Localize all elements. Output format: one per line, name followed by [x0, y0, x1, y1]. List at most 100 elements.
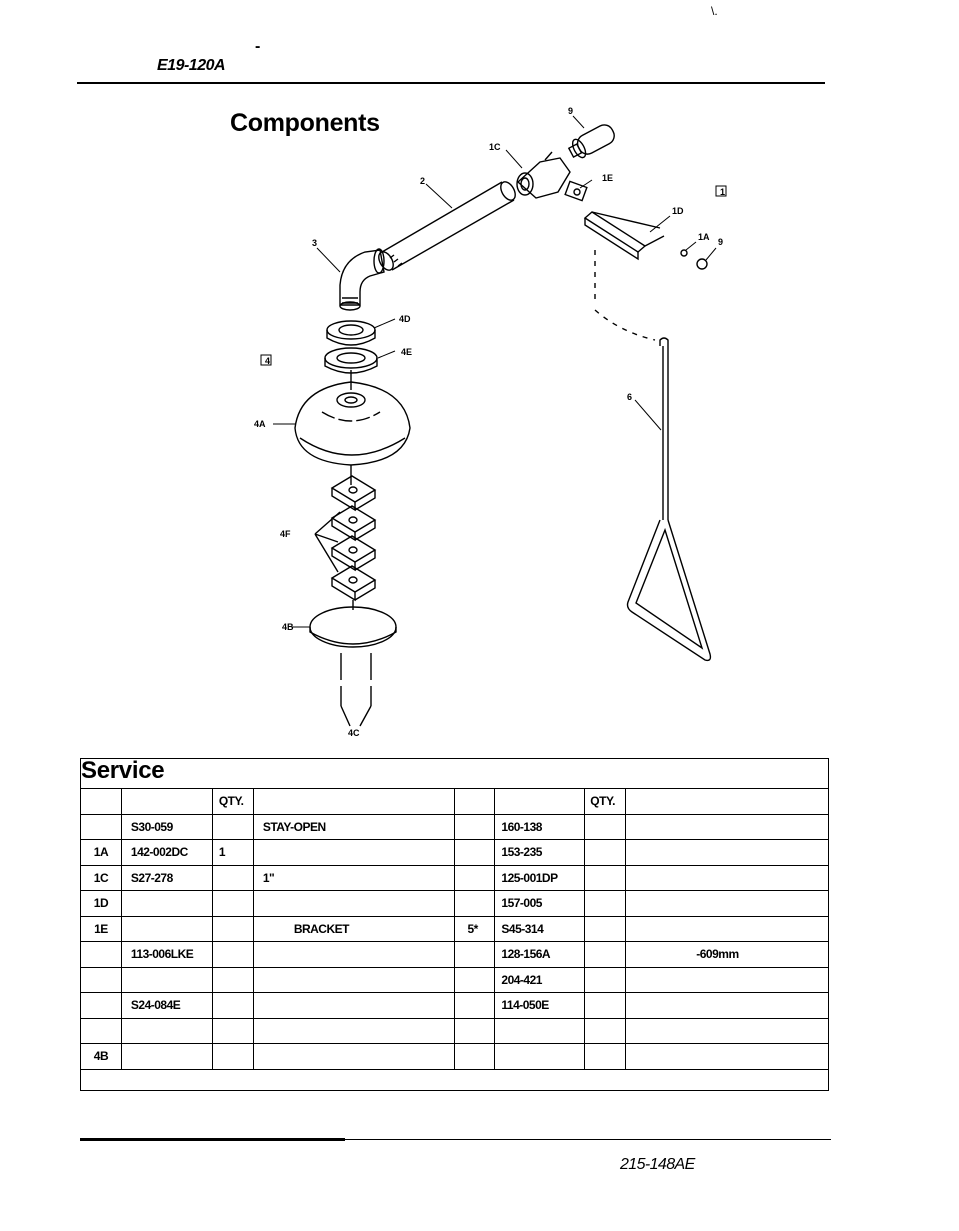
item-number — [80, 966, 122, 993]
quantity-right — [584, 941, 627, 968]
part-number: 142-002DC — [120, 839, 213, 866]
item-number: 1D — [80, 890, 122, 917]
exploded-parts-diagram: 9 1C 1E 1 2 1D 1A 9 3 4D 4E 4 4A 6 4F 4B… — [254, 106, 727, 738]
table-row: 113-006LKE 128-156A -609mm — [80, 941, 829, 968]
description-right — [625, 864, 829, 891]
description — [252, 1043, 456, 1070]
elbow — [339, 248, 385, 311]
item-number-right — [454, 966, 496, 993]
callout-6: 6 — [627, 392, 632, 402]
callout-1A: 1A — [698, 232, 710, 242]
callout-9-top: 9 — [568, 106, 573, 116]
table-row — [80, 1017, 829, 1044]
cap-part — [567, 124, 615, 159]
quantity-right — [584, 1017, 627, 1044]
quantity-right — [584, 915, 627, 942]
description — [252, 1017, 456, 1044]
callout-1: 1 — [720, 187, 725, 197]
pull-rod — [626, 337, 712, 662]
description — [252, 890, 456, 917]
part-number-right: S45-314 — [494, 915, 586, 942]
description-right — [625, 890, 829, 917]
part-number: S30-059 — [120, 813, 213, 840]
quantity — [211, 966, 254, 993]
table-row: 204-421 — [80, 966, 829, 993]
model-number: E19-120A — [157, 57, 226, 74]
callout-2: 2 — [420, 176, 425, 186]
quantity-right — [584, 890, 627, 917]
callout-4C: 4C — [348, 728, 360, 738]
service-parts-table: QTY. QTY. S30-059 STAY-OPEN 160-138 1A 1… — [80, 788, 829, 1070]
description-right — [625, 813, 829, 840]
part-number-right: 114-050E — [494, 992, 586, 1019]
description-right: -609mm — [625, 941, 829, 968]
item-number-right — [454, 864, 496, 891]
part-number-right: 153-235 — [494, 839, 586, 866]
item-number — [80, 941, 122, 968]
callout-4A: 4A — [254, 419, 266, 429]
header-rule — [77, 82, 825, 84]
item-number-right — [454, 890, 496, 917]
document-number: 215-148AE — [620, 1156, 695, 1173]
part-number — [120, 1017, 213, 1044]
description: STAY-OPEN — [252, 813, 456, 840]
table-row: 4B — [80, 1043, 829, 1070]
quantity-right — [584, 813, 627, 840]
bracket — [583, 211, 665, 261]
valve-body — [516, 151, 588, 202]
quantity — [211, 992, 254, 1019]
table-row: S30-059 STAY-OPEN 160-138 — [80, 813, 829, 840]
quantity — [211, 864, 254, 891]
description: 1" — [252, 864, 456, 891]
callout-4E: 4E — [401, 347, 412, 357]
table-header-row: QTY. QTY. — [80, 788, 829, 815]
quantity-right — [584, 1043, 627, 1070]
part-number — [120, 915, 213, 942]
washer — [324, 347, 378, 374]
quantity — [211, 1017, 254, 1044]
part-number: 113-006LKE — [120, 941, 213, 968]
quantity — [211, 813, 254, 840]
quantity — [211, 941, 254, 968]
section-title: Components — [230, 109, 380, 137]
part-number — [120, 1043, 213, 1070]
item-number — [80, 1017, 122, 1044]
part-number-right: 204-421 — [494, 966, 586, 993]
description — [252, 966, 456, 993]
description-right — [625, 915, 829, 942]
shower-head — [294, 381, 411, 466]
quantity-right — [584, 864, 627, 891]
service-title: Service — [81, 757, 165, 784]
item-number: 1C — [80, 864, 122, 891]
part-number: S24-084E — [120, 992, 213, 1019]
qty-header-left: QTY. — [211, 788, 254, 815]
description-right — [625, 992, 829, 1019]
item-number-right — [454, 992, 496, 1019]
item-number: 1E — [80, 915, 122, 942]
footer-rule-thin — [345, 1139, 831, 1140]
table-row: 1E BRACKET 5* S45-314 — [80, 915, 829, 942]
table-row: 1A 142-002DC 1 153-235 — [80, 839, 829, 866]
description: BRACKET — [252, 915, 456, 942]
quantity-right — [584, 839, 627, 866]
callout-4F: 4F — [280, 529, 291, 539]
part-number-right — [494, 1043, 586, 1070]
quantity-right — [584, 966, 627, 993]
corner-mark: \. — [711, 4, 718, 18]
qty-header-right: QTY. — [584, 788, 627, 815]
header-dash: - — [255, 38, 261, 55]
description — [252, 992, 456, 1019]
part-number-right: 160-138 — [494, 813, 586, 840]
pipe — [378, 181, 516, 271]
description-right — [625, 966, 829, 993]
part-number — [120, 890, 213, 917]
quantity: 1 — [211, 839, 254, 866]
part-number: S27-278 — [120, 864, 213, 891]
table-row: 1D 157-005 — [80, 890, 829, 917]
footer-rule-thick — [80, 1138, 345, 1141]
filter-plates — [314, 475, 377, 602]
description — [252, 941, 456, 968]
part-number-right — [494, 1017, 586, 1044]
callout-4: 4 — [265, 356, 270, 366]
callout-9-right: 9 — [718, 237, 723, 247]
